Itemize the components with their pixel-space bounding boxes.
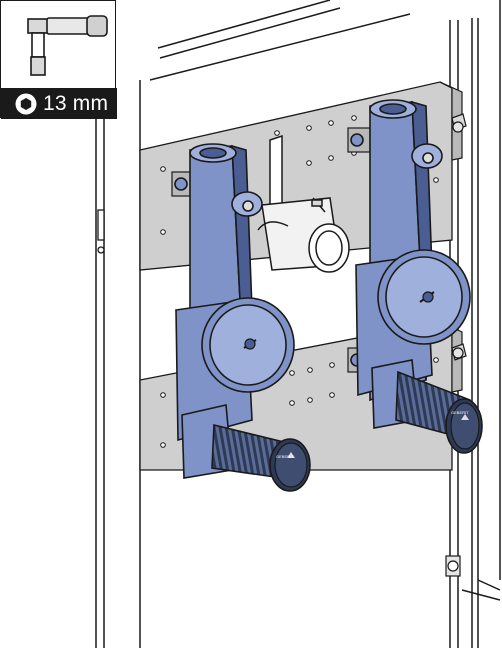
frame-slot <box>97 209 105 254</box>
tool-indicator: 13 mm <box>0 0 117 119</box>
right-valve-brand-label: GEBERIT <box>451 410 469 415</box>
right-valve-assembly <box>347 99 483 454</box>
drain-pipe <box>257 134 350 273</box>
rail-bracket-nuts <box>445 113 467 577</box>
hexagon-nut-icon <box>15 93 37 114</box>
tool-size-label: 13 mm <box>1 88 117 119</box>
left-valve-brand-label: GEBERIT <box>276 454 294 459</box>
socket-wrench-icon <box>27 15 108 76</box>
socket-size-text: 13 mm <box>43 92 109 115</box>
left-valve-assembly <box>171 143 311 492</box>
